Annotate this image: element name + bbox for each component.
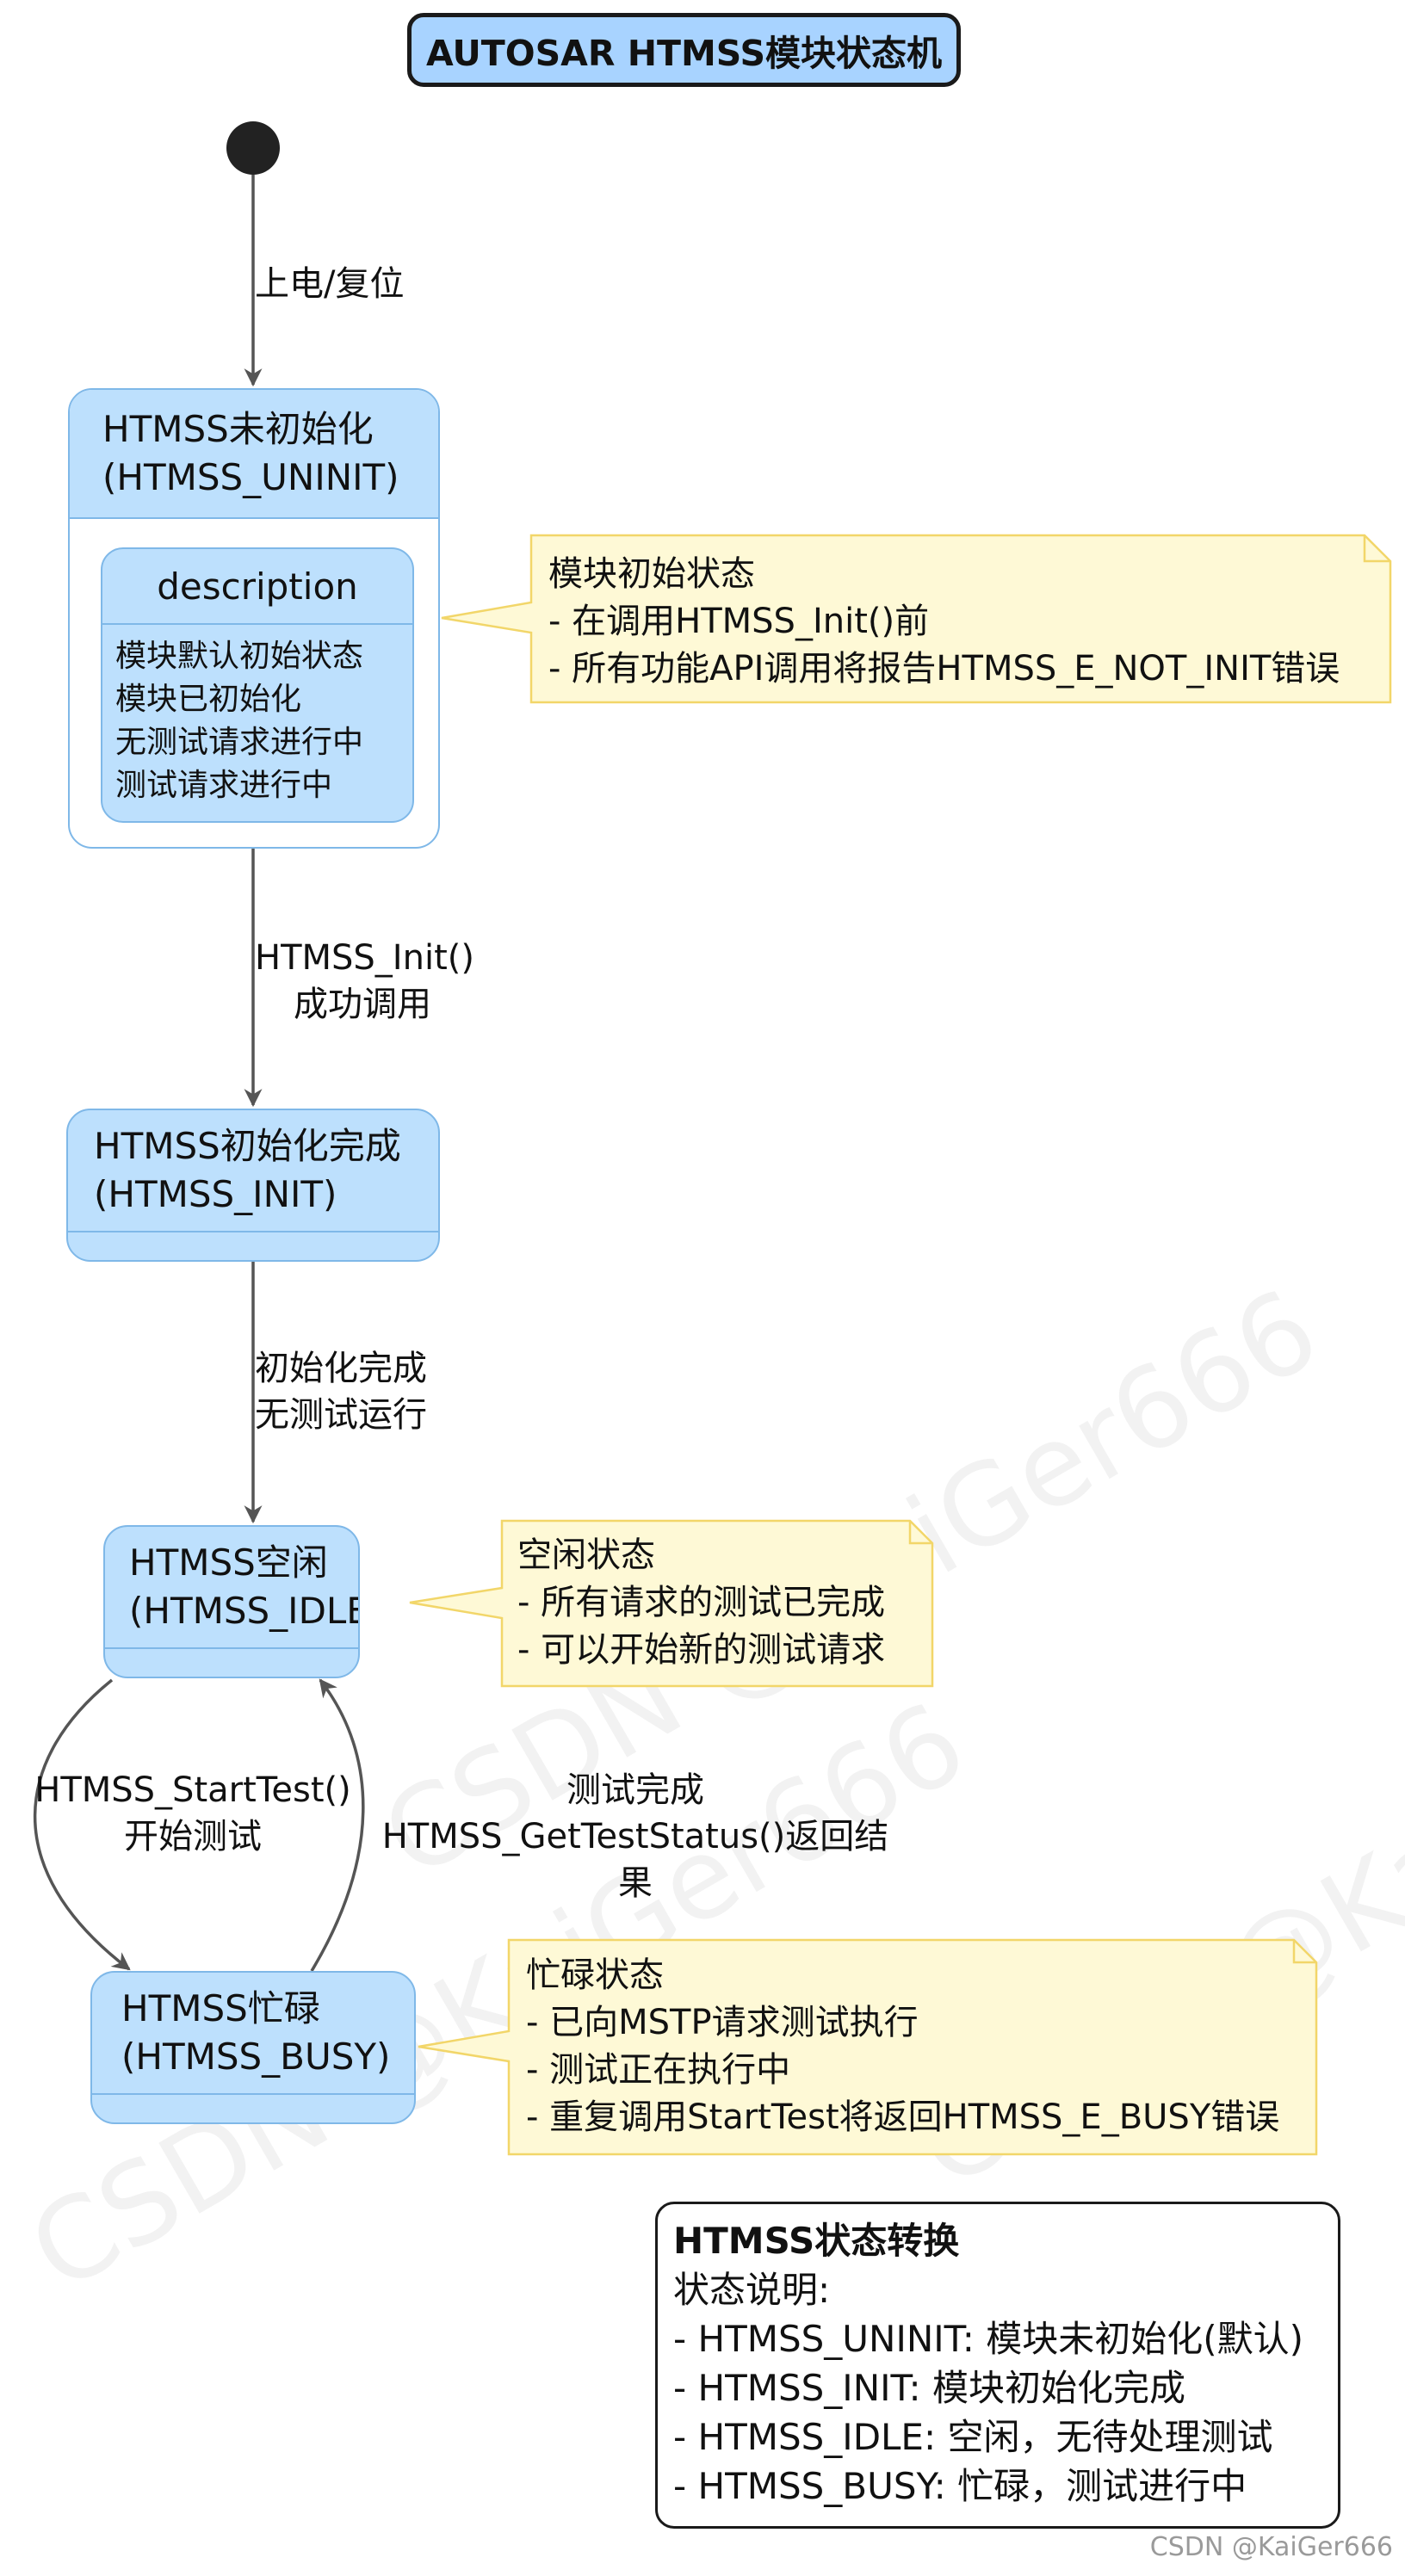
state-busy: HTMSS忙碌 (HTMSS_BUSY) (90, 1971, 416, 2124)
note-uninit-fold (1363, 535, 1390, 563)
note-line: - 可以开始新的测试请求 (517, 1630, 886, 1670)
note-line: 忙碌状态 (526, 1955, 664, 1995)
state-init: HTMSS初始化完成 (HTMSS_INIT) (66, 1109, 440, 1262)
note-uninit: 模块初始状态 - 在调用HTMSS_Init()前 - 所有功能API调用将报告… (548, 551, 1340, 693)
note-idle-fold (908, 1521, 932, 1545)
note-busy-shape (418, 1938, 1318, 2156)
arrow-start-test (33, 1678, 131, 1971)
label-start-test: HTMSS_StartTest() 开始测试 (34, 1770, 351, 1856)
legend-item: - HTMSS_UNINIT: 模块未初始化(默认) (673, 2318, 1303, 2360)
arrow-test-done (310, 1678, 365, 1972)
label-power-on: 上电/复位 (255, 264, 405, 304)
note-line: 空闲状态 (517, 1535, 655, 1575)
note-line: - 所有功能API调用将报告HTMSS_E_NOT_INIT错误 (548, 649, 1340, 689)
state-uninit-header: HTMSS未初始化 (HTMSS_UNINIT) (70, 390, 438, 519)
description-header: description (102, 549, 412, 625)
state-idle: HTMSS空闲 (HTMSS_IDLE) (103, 1525, 360, 1678)
state-idle-header: HTMSS空闲 (HTMSS_IDLE) (105, 1527, 358, 1649)
description-line: 无测试请求进行中 (115, 725, 364, 760)
note-busy-fold (1292, 1940, 1316, 1964)
state-uninit-id: (HTMSS_UNINIT) (102, 456, 399, 498)
legend-subtitle: 状态说明: (673, 2269, 831, 2311)
note-uninit-shape (441, 534, 1392, 704)
initial-state-dot (226, 121, 280, 175)
label-init-done: 初始化完成 无测试运行 (255, 1349, 427, 1435)
legend-item: - HTMSS_IDLE: 空闲，无待处理测试 (673, 2416, 1273, 2458)
state-busy-id: (HTMSS_BUSY) (121, 2035, 391, 2078)
state-idle-name: HTMSS空闲 (129, 1541, 328, 1584)
legend-item: - HTMSS_INIT: 模块初始化完成 (673, 2367, 1186, 2409)
state-init-name: HTMSS初始化完成 (94, 1125, 401, 1167)
state-uninit-name: HTMSS未初始化 (102, 408, 374, 450)
description-line: 模块默认初始状态 (115, 639, 364, 674)
note-line: - 所有请求的测试已完成 (517, 1583, 886, 1622)
state-description: description 模块默认初始状态 模块已初始化 无测试请求进行中 测试请… (101, 547, 414, 823)
state-init-id: (HTMSS_INIT) (94, 1173, 337, 1215)
note-line: - 在调用HTMSS_Init()前 (548, 602, 930, 641)
note-busy: 忙碌状态 - 已向MSTP请求测试执行 - 测试正在执行中 - 重复调用Star… (526, 1952, 1279, 2141)
legend-box: HTMSS状态转换 状态说明: - HTMSS_UNINIT: 模块未初始化(默… (655, 2202, 1340, 2529)
credit-text: CSDN @KaiGer666 (1149, 2532, 1393, 2562)
state-busy-name: HTMSS忙碌 (121, 1987, 320, 2029)
state-idle-id: (HTMSS_IDLE) (129, 1590, 360, 1632)
note-idle: 空闲状态 - 所有请求的测试已完成 - 可以开始新的测试请求 (517, 1532, 885, 1674)
label-init-call: HTMSS_Init() 成功调用 (255, 938, 474, 1024)
note-line: - 测试正在执行中 (526, 2050, 791, 2090)
description-line: 测试请求进行中 (115, 768, 333, 803)
description-body: 模块默认初始状态 模块已初始化 无测试请求进行中 测试请求进行中 (102, 625, 412, 807)
note-line: - 已向MSTP请求测试执行 (526, 2003, 919, 2042)
label-test-done: 测试完成 HTMSS_GetTestStatus()返回结果 (381, 1770, 889, 1903)
note-idle-shape (409, 1519, 934, 1688)
state-busy-header: HTMSS忙碌 (HTMSS_BUSY) (92, 1973, 414, 2095)
note-line: 模块初始状态 (548, 554, 755, 594)
state-init-header: HTMSS初始化完成 (HTMSS_INIT) (68, 1110, 438, 1232)
legend-title: HTMSS状态转换 (673, 2220, 960, 2262)
description-line: 模块已初始化 (115, 682, 302, 717)
diagram-title: AUTOSAR HTMSS模块状态机 (407, 13, 961, 87)
note-line: - 重复调用StartTest将返回HTMSS_E_BUSY错误 (526, 2097, 1280, 2137)
legend-item: - HTMSS_BUSY: 忙碌，测试进行中 (673, 2465, 1247, 2507)
